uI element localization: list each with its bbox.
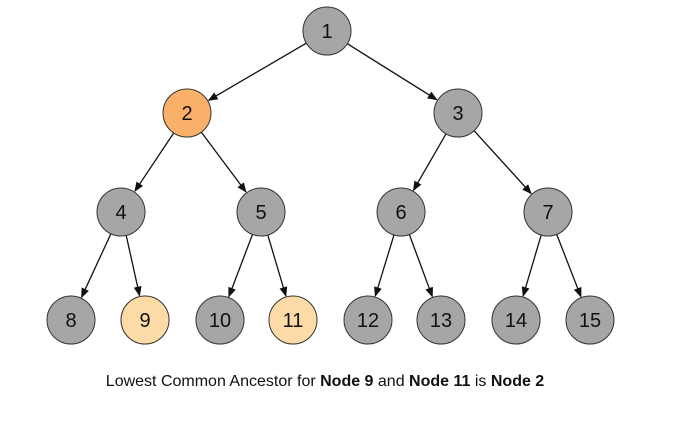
tree-edges <box>80 42 582 299</box>
node-14: 14 <box>491 295 541 345</box>
node-circle-11 <box>268 295 318 345</box>
node-circle-5 <box>236 187 286 237</box>
edge-6-13 <box>408 234 433 298</box>
caption-node-b: Node 11 <box>409 373 471 390</box>
node-circle-2 <box>162 88 212 138</box>
node-circle-6 <box>376 187 426 237</box>
edge-1-2 <box>207 42 307 101</box>
caption-result: Node 2 <box>490 373 545 390</box>
edge-7-15 <box>556 234 582 298</box>
node-7: 7 <box>523 187 573 237</box>
node-10: 10 <box>195 295 245 345</box>
node-circle-8 <box>46 295 96 345</box>
node-label-11: 11 <box>283 310 304 332</box>
node-circle-1 <box>302 6 352 56</box>
edge-3-7 <box>473 130 532 195</box>
edge-1-3 <box>346 43 438 101</box>
node-label-4: 4 <box>115 202 126 224</box>
node-5: 5 <box>236 187 286 237</box>
node-label-12: 12 <box>357 310 379 332</box>
caption-and: and <box>373 373 410 390</box>
node-label-13: 13 <box>430 310 452 332</box>
edge-2-4 <box>134 132 175 193</box>
node-9: 9 <box>120 295 170 345</box>
node-label-15: 15 <box>579 310 601 332</box>
node-label-5: 5 <box>255 202 266 224</box>
edge-4-8 <box>80 233 112 299</box>
edge-4-9 <box>125 235 142 297</box>
edge-5-11 <box>267 234 288 297</box>
node-circle-15 <box>565 295 615 345</box>
edge-7-14 <box>521 234 542 297</box>
edge-3-6 <box>412 133 447 192</box>
node-circle-14 <box>491 295 541 345</box>
node-circle-4 <box>96 187 146 237</box>
node-label-7: 7 <box>542 202 553 224</box>
node-15: 15 <box>565 295 615 345</box>
caption: Lowest Common Ancestor for Node 9 and No… <box>0 373 650 391</box>
edge-5-10 <box>228 234 254 298</box>
edge-6-12 <box>374 234 395 298</box>
node-8: 8 <box>46 295 96 345</box>
caption-node-a: Node 9 <box>320 373 374 390</box>
node-label-6: 6 <box>395 202 406 224</box>
node-label-9: 9 <box>139 310 150 332</box>
node-circle-12 <box>343 295 393 345</box>
node-6: 6 <box>376 187 426 237</box>
node-circle-10 <box>195 295 245 345</box>
caption-is: is <box>470 373 491 390</box>
node-label-14: 14 <box>505 310 527 332</box>
caption-prefix: Lowest Common Ancestor for <box>105 373 321 390</box>
node-circle-13 <box>416 295 466 345</box>
node-circle-3 <box>433 88 483 138</box>
node-1: 1 <box>302 6 352 56</box>
node-label-2: 2 <box>181 103 192 125</box>
node-circle-9 <box>120 295 170 345</box>
node-label-10: 10 <box>209 310 231 332</box>
node-2: 2 <box>162 88 212 138</box>
node-label-3: 3 <box>452 103 463 125</box>
node-circle-7 <box>523 187 573 237</box>
node-4: 4 <box>96 187 146 237</box>
node-13: 13 <box>416 295 466 345</box>
node-11: 11 <box>268 295 318 345</box>
node-label-8: 8 <box>65 310 76 332</box>
node-12: 12 <box>343 295 393 345</box>
node-3: 3 <box>433 88 483 138</box>
node-label-1: 1 <box>321 21 332 43</box>
edge-2-5 <box>200 131 247 193</box>
